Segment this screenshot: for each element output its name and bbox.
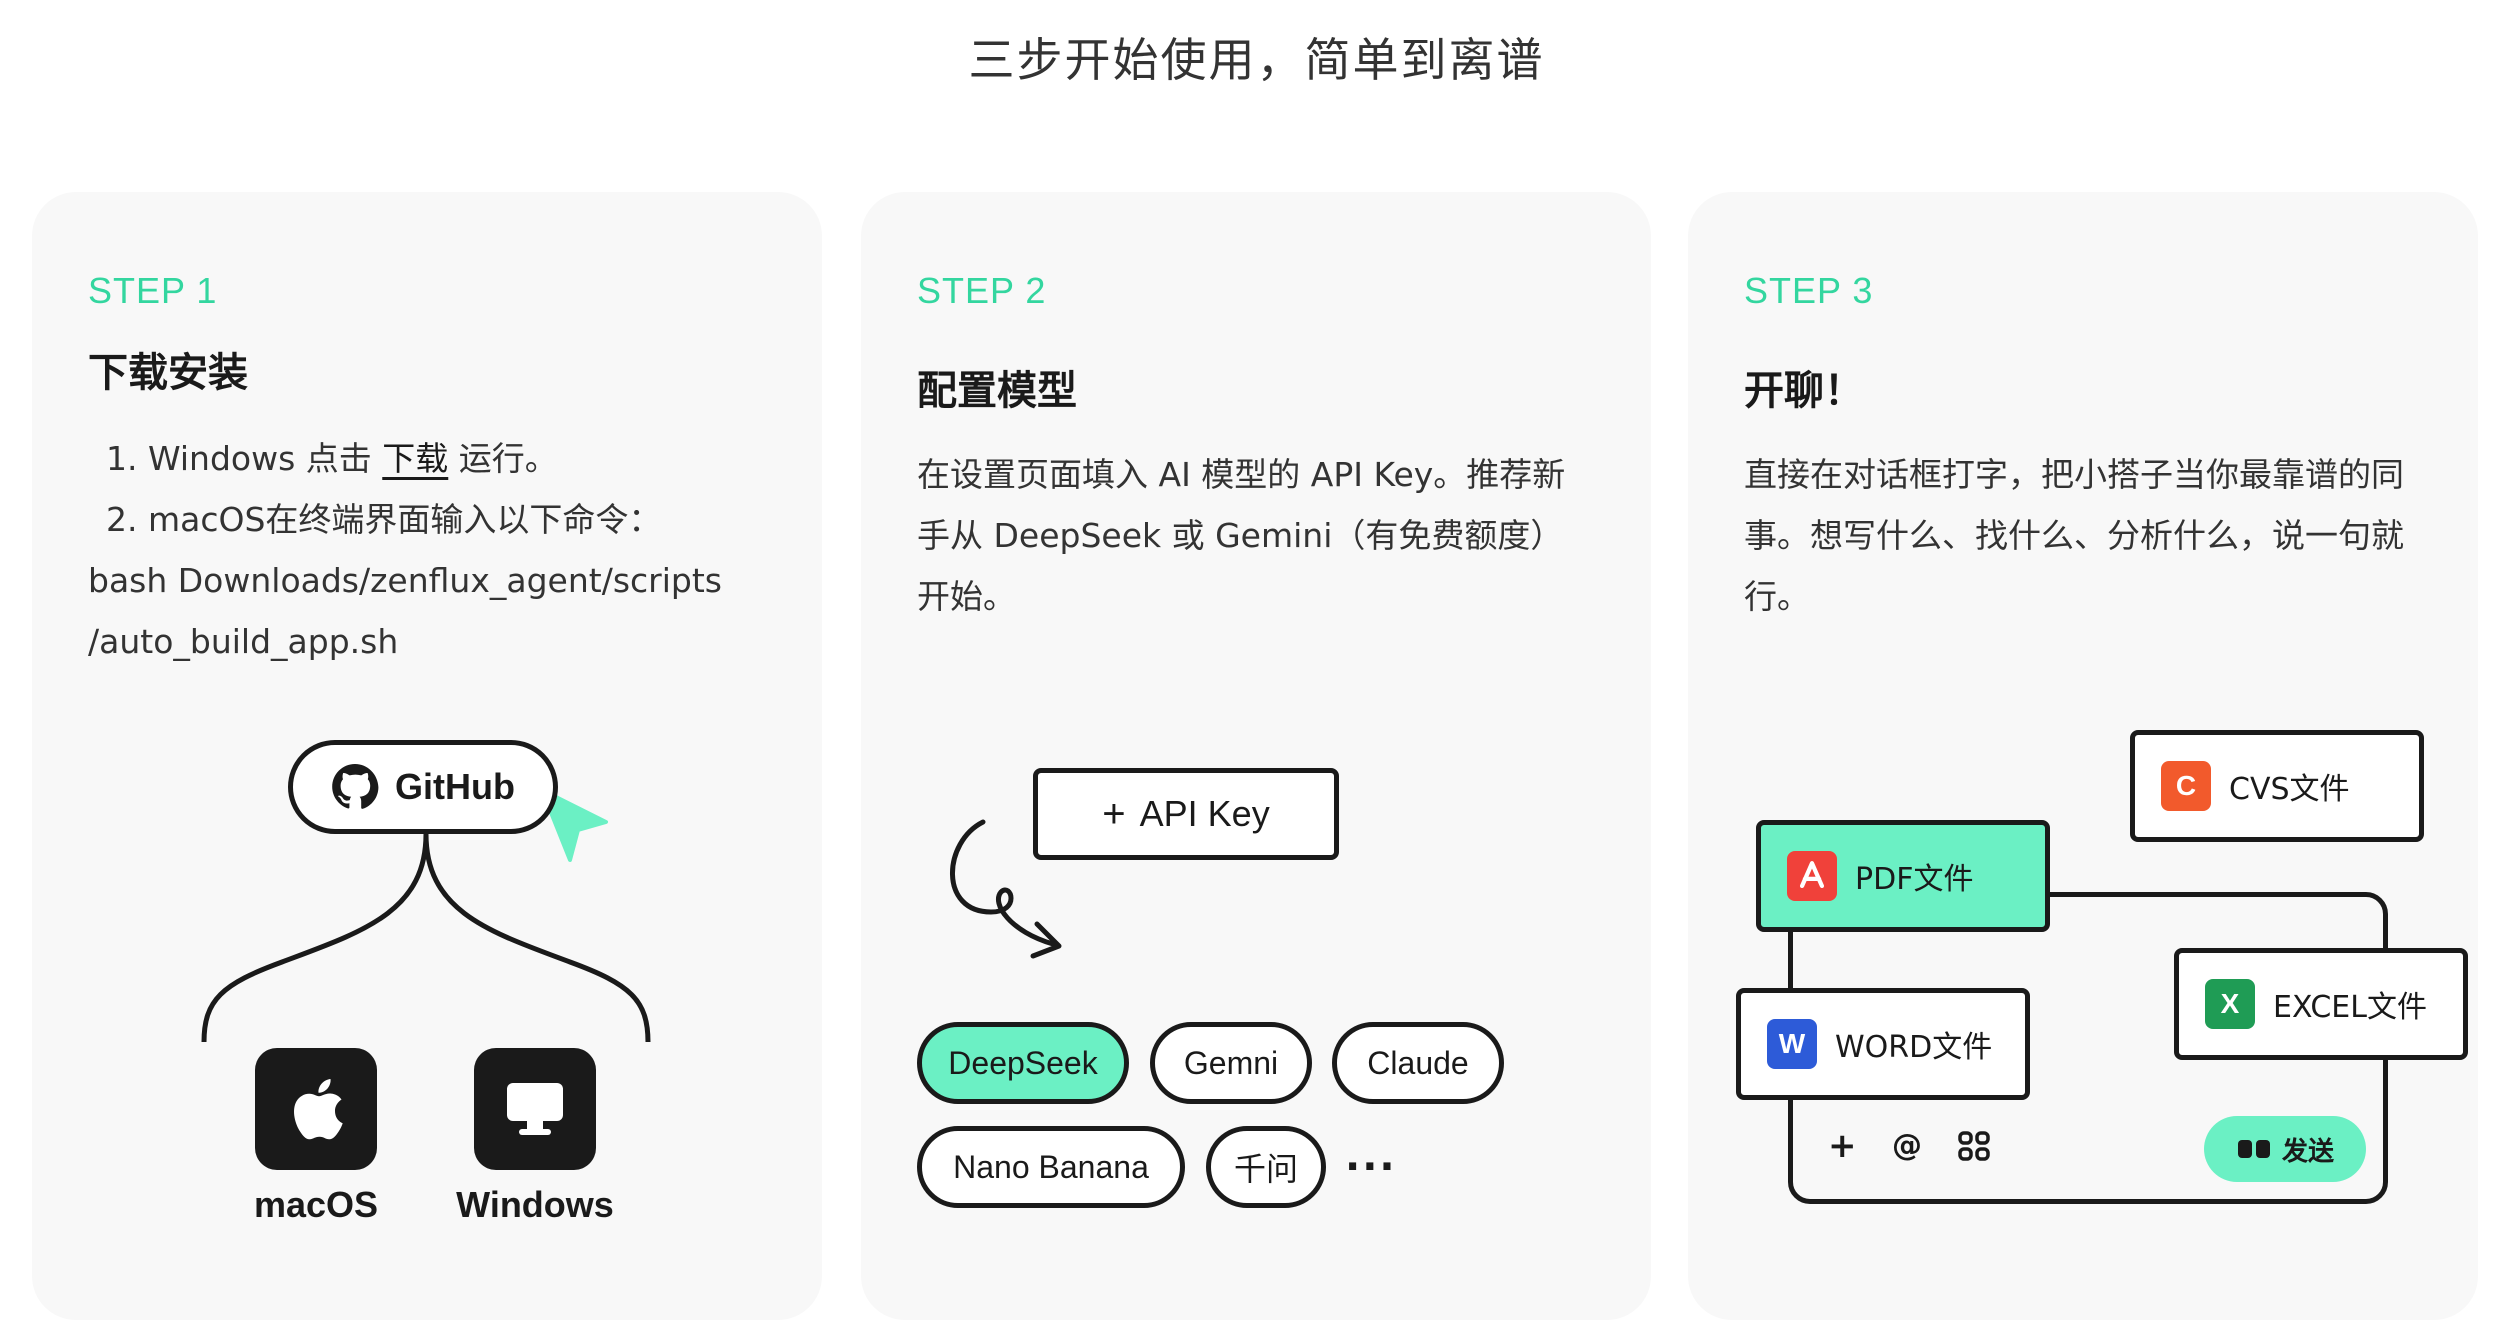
- curved-arrow-icon: [950, 819, 1062, 959]
- model-chip-qianwen[interactable]: 千问: [1206, 1126, 1326, 1208]
- model-chip-claude[interactable]: Claude: [1332, 1022, 1504, 1104]
- github-button[interactable]: GitHub: [288, 740, 558, 834]
- github-icon: [332, 764, 379, 809]
- instruction-line-1: 1. Windows 点击 下载 运行。: [106, 439, 558, 478]
- excel-file-icon: X: [2205, 979, 2255, 1029]
- apple-icon: [294, 1079, 343, 1140]
- macos-download-button[interactable]: [255, 1048, 377, 1170]
- windows-label: Windows: [456, 1184, 614, 1225]
- word-file-card[interactable]: W WORD文件: [1736, 988, 2030, 1100]
- apps-grid-icon[interactable]: [1958, 1130, 1990, 1170]
- command-line-2: /auto_build_app.sh: [88, 622, 399, 661]
- more-models-icon[interactable]: ···: [1345, 1144, 1397, 1190]
- pdf-file-label: PDF文件: [1855, 862, 1974, 897]
- step-3-description: 直接在对话框打字，把小搭子当你最靠谱的同 事。想写什么、找什么、分析什么，说一句…: [1744, 455, 2404, 616]
- step-3-card: STEP 3 开聊！ 直接在对话框打字，把小搭子当你最靠谱的同 事。想写什么、找…: [1688, 192, 2478, 1320]
- step-1-card: STEP 1 下载安装 1. Windows 点击 下载 运行。 2. macO…: [32, 192, 822, 1320]
- step-2-label: STEP 2: [917, 270, 1047, 311]
- step-2-card: STEP 2 配置模型 在设置页面填入 AI 模型的 API Key。推荐新 手…: [861, 192, 1651, 1320]
- cvs-file-card[interactable]: C CVS文件: [2130, 730, 2424, 842]
- download-branch-lines: [201, 788, 651, 1043]
- step-1-label: STEP 1: [88, 270, 218, 311]
- instruction-line-2: 2. macOS在终端界面输入以下命令：: [106, 500, 662, 539]
- send-label: 发送: [2281, 1136, 2334, 1167]
- monitor-icon: [507, 1083, 563, 1135]
- step-2-heading: 配置模型: [917, 368, 1077, 414]
- pdf-file-icon: [1787, 851, 1837, 901]
- api-key-label: API Key: [1139, 793, 1270, 834]
- add-attachment-icon[interactable]: +: [1828, 1126, 1857, 1166]
- step-3-label: STEP 3: [1744, 270, 1874, 311]
- excel-file-card[interactable]: X EXCEL文件: [2174, 948, 2468, 1060]
- cvs-file-icon: C: [2161, 761, 2211, 811]
- download-link[interactable]: 下载: [382, 439, 449, 478]
- windows-download-button[interactable]: [474, 1048, 596, 1170]
- step-2-description: 在设置页面填入 AI 模型的 API Key。推荐新 手从 DeepSeek 或…: [917, 455, 1566, 616]
- step-1-heading: 下载安装: [88, 350, 248, 396]
- word-file-icon: W: [1767, 1019, 1817, 1069]
- plus-icon: +: [1102, 791, 1126, 836]
- cursor-pointer-icon: [540, 788, 608, 862]
- word-file-label: WORD文件: [1835, 1030, 1993, 1065]
- send-button[interactable]: 发送: [2204, 1116, 2366, 1182]
- github-label: GitHub: [395, 766, 515, 807]
- macos-label: macOS: [253, 1184, 379, 1225]
- command-line-1: bash Downloads/zenflux_agent/scripts: [88, 561, 722, 600]
- model-chip-nano-banana[interactable]: Nano Banana: [917, 1126, 1185, 1208]
- cvs-file-label: CVS文件: [2229, 772, 2350, 807]
- pdf-file-card[interactable]: PDF文件: [1756, 820, 2050, 932]
- step-1-instructions: 1. Windows 点击 下载 运行。 2. macOS在终端界面输入以下命令…: [88, 428, 778, 672]
- mention-icon[interactable]: @: [1892, 1128, 1922, 1163]
- send-icon: [2237, 1140, 2270, 1158]
- page-title: 三步开始使用，简单到离谱: [968, 33, 1545, 87]
- step-3-heading: 开聊！: [1744, 368, 1864, 414]
- add-api-key-button[interactable]: + API Key: [1033, 768, 1339, 860]
- model-chip-deepseek[interactable]: DeepSeek: [917, 1022, 1129, 1104]
- excel-file-label: EXCEL文件: [2273, 990, 2427, 1025]
- model-chip-gemni[interactable]: Gemni: [1150, 1022, 1312, 1104]
